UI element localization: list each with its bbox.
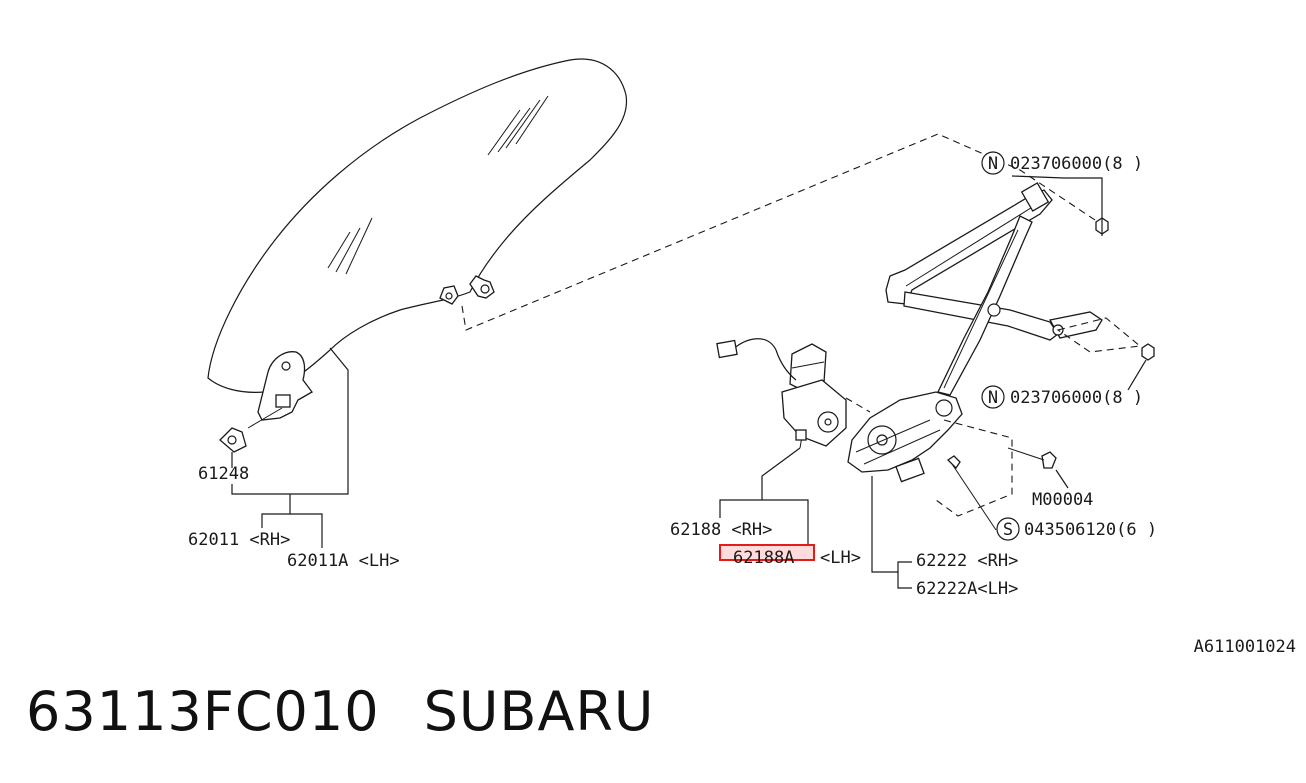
window-motor	[716, 338, 871, 449]
highlight-62188a[interactable]	[719, 544, 815, 561]
regulator-assembly	[847, 182, 1142, 517]
fasteners	[946, 217, 1155, 531]
label-62011a: 62011A <LH>	[287, 551, 400, 571]
svg-text:N: N	[988, 154, 998, 174]
nut-marker-top: N	[981, 151, 1005, 175]
reference-code: A611001024	[1194, 637, 1296, 657]
brand-name: SUBARU	[423, 680, 655, 743]
label-62188a-side: <LH>	[820, 548, 861, 568]
label-m00004: M00004	[1032, 490, 1093, 510]
label-62188a: 62188A	[733, 548, 794, 568]
door-glass	[207, 58, 628, 393]
label-bolt-s: 043506120(6 )	[1024, 520, 1157, 540]
guide-dashed-line	[461, 133, 1096, 331]
nut-marker-mid: N	[981, 385, 1005, 409]
label-nut-top: 023706000(8 )	[1010, 154, 1143, 174]
glass-fasteners	[439, 275, 495, 305]
label-62188: 62188 <RH>	[670, 520, 772, 540]
footer-title: 63113FC010 SUBARU	[26, 680, 698, 743]
part-number: 63113FC010	[26, 680, 380, 743]
leader-lines	[231, 175, 1147, 589]
label-62222a: 62222A<LH>	[916, 579, 1018, 599]
label-61248: 61248	[198, 464, 249, 484]
svg-text:S: S	[1003, 520, 1013, 540]
bolt-marker: S	[996, 517, 1020, 541]
label-nut-mid: 023706000(8 )	[1010, 388, 1143, 408]
glass-bracket	[219, 351, 313, 453]
label-62011: 62011 <RH>	[188, 530, 290, 550]
svg-text:N: N	[988, 388, 998, 408]
label-62222: 62222 <RH>	[916, 551, 1018, 571]
